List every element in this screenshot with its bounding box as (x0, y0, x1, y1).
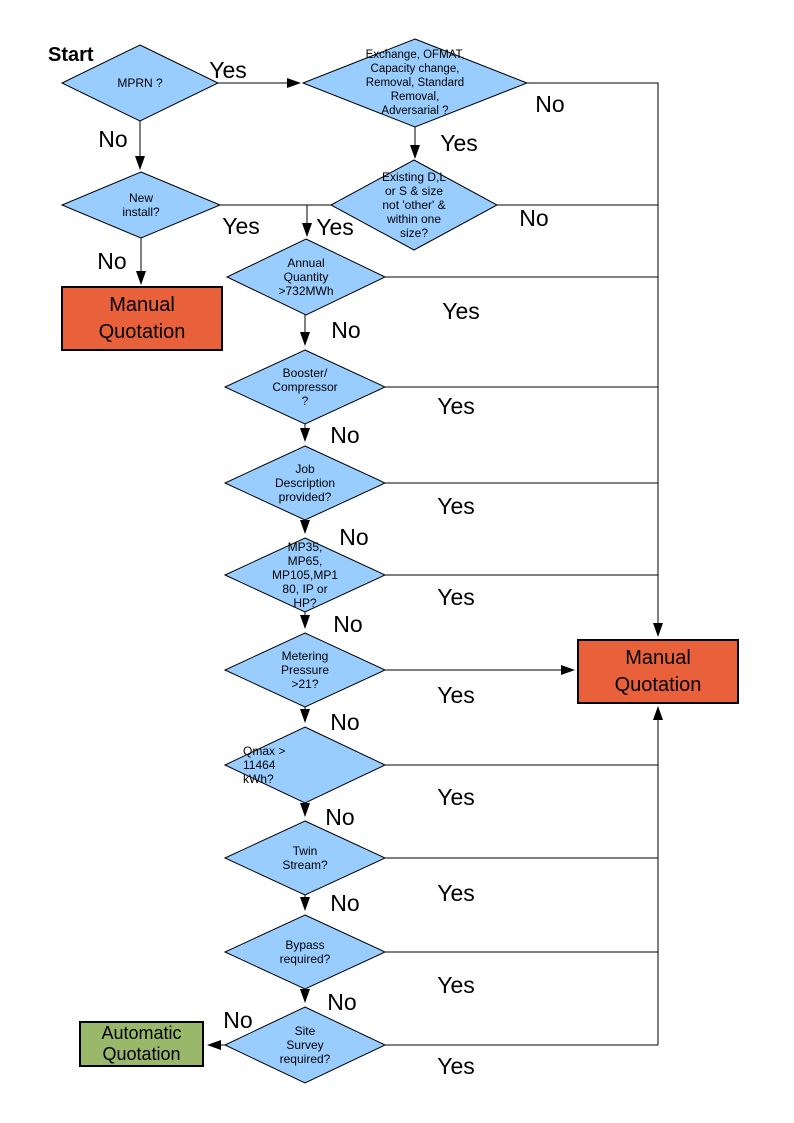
decision-metering-shape (223, 632, 387, 708)
edge-label-exchange-yes: Yes (440, 130, 478, 156)
edge-label-sitesurvey-yes: Yes (437, 1053, 475, 1079)
edge-label-qmax-yes: Yes (437, 784, 475, 810)
decision-pressuretier-shape (223, 537, 387, 613)
terminal-manual-right-shape (577, 639, 739, 704)
edge-label-metering-yes: Yes (437, 682, 475, 708)
terminal-shapes (61, 286, 739, 1067)
edge-label-booster-no: No (330, 422, 360, 448)
edge-label-newinstall-yes: Yes (222, 213, 260, 239)
edge-label-qmax-no: No (325, 804, 355, 830)
edge-label-newinstall-no: No (97, 248, 127, 274)
terminal-manual-left-shape (61, 286, 223, 351)
decision-job-shape (223, 445, 387, 521)
edge-label-metering-no: No (330, 709, 360, 735)
edge-label-mprn-yes: Yes (209, 57, 247, 83)
edge-label-twin-no: No (330, 890, 360, 916)
edge-label-existing-yes: Yes (316, 214, 354, 240)
decision-newinstall-shape (60, 171, 222, 239)
decision-bypass-shape (223, 914, 387, 990)
decision-booster-shape (223, 349, 387, 425)
decision-exchange-shape (301, 38, 529, 128)
start-label: Start (48, 44, 94, 66)
decision-qmax-shape (223, 726, 387, 804)
edge-label-booster-yes: Yes (437, 393, 475, 419)
edges (135, 78, 663, 1050)
edge-label-sitesurvey-no: No (223, 1007, 253, 1033)
decision-annual-shape (225, 238, 387, 316)
edge-label-job-yes: Yes (437, 493, 475, 519)
decision-sitesurvey-shape (223, 1006, 387, 1084)
terminal-automatic-shape (79, 1021, 204, 1067)
edge-label-pressuretier-no: No (333, 611, 363, 637)
edge-label-mprn-no: No (98, 126, 128, 152)
edge-exchange-no-collector (527, 82, 663, 637)
edge-label-exchange-no: No (535, 91, 565, 117)
decision-twin-shape (223, 820, 387, 896)
edge-label-annual-yes: Yes (442, 298, 480, 324)
edge-label-twin-yes: Yes (437, 880, 475, 906)
decision-mprn-shape (60, 44, 220, 122)
edge-label-bypass-no: No (327, 989, 357, 1015)
edge-label-annual-no: No (331, 317, 361, 343)
decision-shapes (60, 38, 529, 1084)
edge-label-existing-no: No (519, 205, 549, 231)
edge-label-bypass-yes: Yes (437, 972, 475, 998)
decision-existing-shape (329, 159, 499, 251)
edge-label-pressuretier-yes: Yes (437, 584, 475, 610)
edge-label-job-no: No (339, 524, 369, 550)
